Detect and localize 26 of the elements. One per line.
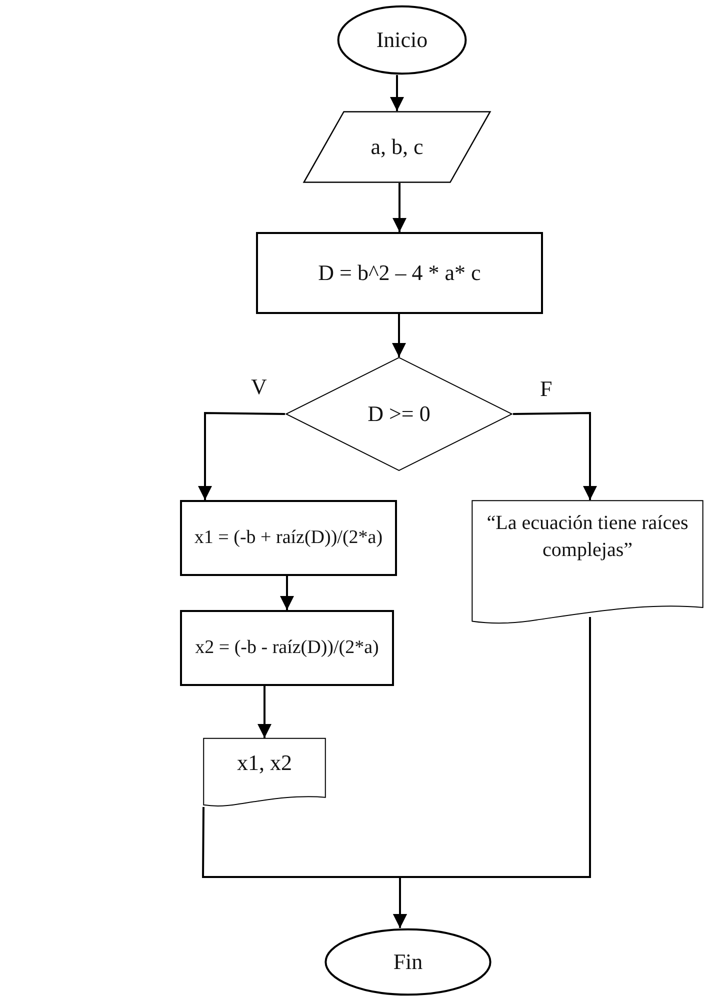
terminal-ellipse — [337, 5, 467, 75]
process-box — [180, 500, 397, 576]
arrow — [280, 576, 294, 610]
arrow — [390, 75, 404, 111]
arrow — [392, 183, 406, 232]
node-label: x2 = (-b - raíz(D))/(2*a) — [195, 636, 379, 660]
process-box — [256, 232, 543, 314]
arrow — [258, 686, 272, 738]
node-label: D = b^2 – 4 * a* c — [318, 259, 481, 288]
arrow — [392, 314, 406, 357]
arrow — [198, 412, 286, 500]
output-document — [203, 738, 326, 807]
node-label: a, b, c — [370, 133, 424, 162]
arrow — [512, 412, 597, 500]
node-label: x1, x2 — [237, 749, 292, 777]
node-label: “La ecuación tiene raíces complejas” — [486, 511, 690, 563]
decision-diamond — [285, 357, 513, 471]
node-label: Fin — [393, 948, 423, 976]
output-document — [471, 500, 704, 625]
arrow — [393, 617, 591, 928]
node-label: x1 = (-b + raíz(D))/(2*a) — [194, 526, 383, 550]
node-label: Inicio — [376, 26, 428, 54]
input-parallelogram — [302, 111, 492, 183]
node-label: D >= 0 — [368, 400, 430, 428]
terminal-ellipse — [324, 928, 492, 996]
process-box — [180, 610, 394, 686]
